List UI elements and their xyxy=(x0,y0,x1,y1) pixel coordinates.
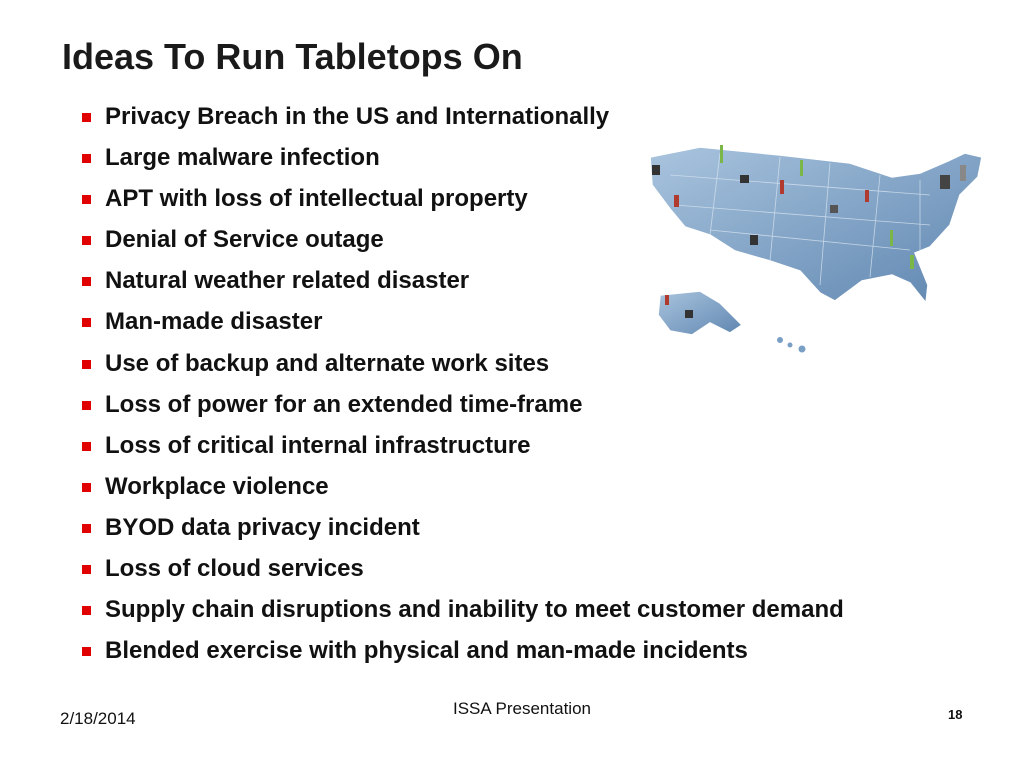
bullet-item: Privacy Breach in the US and Internation… xyxy=(80,100,844,141)
bullet-text: Natural weather related disaster xyxy=(105,267,470,295)
bullet-text: Supply chain disruptions and inability t… xyxy=(105,596,844,624)
us-mainland-shape xyxy=(649,146,983,305)
footer-presentation-title: ISSA Presentation xyxy=(453,699,591,718)
bullet-text: Workplace violence xyxy=(105,472,329,500)
alaska-shape xyxy=(657,290,744,336)
square-bullet-icon xyxy=(82,647,91,657)
bullet-text: Man-made disaster xyxy=(105,308,323,336)
square-bullet-icon xyxy=(82,400,91,410)
bullet-text: BYOD data privacy incident xyxy=(105,513,420,541)
bullet-text: Denial of Service outage xyxy=(105,226,384,254)
square-bullet-icon xyxy=(82,318,91,328)
bullet-item: Workplace violence xyxy=(80,470,844,511)
bullet-item: Blended exercise with physical and man-m… xyxy=(80,634,844,675)
square-bullet-icon xyxy=(82,113,91,122)
square-bullet-icon xyxy=(82,606,91,616)
bullet-text: Loss of power for an extended time-frame xyxy=(105,390,583,418)
bullet-item: Natural weather related disaster xyxy=(80,264,844,305)
square-bullet-icon xyxy=(82,441,91,451)
bullet-text: Loss of critical internal infrastructure xyxy=(105,431,531,459)
footer-date: 2/18/2014 xyxy=(60,709,136,728)
bullet-item: Man-made disaster xyxy=(80,305,844,346)
us-map-infrastructure-icon xyxy=(649,145,983,353)
square-bullet-icon xyxy=(82,154,91,164)
square-bullet-icon xyxy=(82,523,91,533)
bullet-item: APT with loss of intellectual property xyxy=(80,182,844,223)
bullet-item: Use of backup and alternate work sites xyxy=(80,347,844,388)
bullet-text: Use of backup and alternate work sites xyxy=(105,349,550,377)
bullet-item: Denial of Service outage xyxy=(80,223,844,264)
slide-title: Ideas To Run Tabletops On xyxy=(62,36,523,77)
bullet-text: Large malware infection xyxy=(105,144,380,172)
square-bullet-icon xyxy=(82,359,91,369)
bullet-item: Loss of cloud services xyxy=(80,552,844,593)
infrastructure-markers xyxy=(652,145,966,318)
square-bullet-icon xyxy=(82,565,91,575)
square-bullet-icon xyxy=(82,277,91,287)
bullet-item: BYOD data privacy incident xyxy=(80,511,844,552)
bullet-text: APT with loss of intellectual property xyxy=(105,185,528,213)
page-number: 18 xyxy=(948,707,963,722)
bullet-item: Large malware infection xyxy=(80,141,844,182)
square-bullet-icon xyxy=(82,236,91,246)
bullet-list: Privacy Breach in the US and Internation… xyxy=(80,100,844,675)
bullet-text: Blended exercise with physical and man-m… xyxy=(105,637,748,665)
bullet-item: Loss of critical internal infrastructure xyxy=(80,429,844,470)
bullet-item: Loss of power for an extended time-frame xyxy=(80,388,844,429)
square-bullet-icon xyxy=(82,482,91,492)
bullet-item: Supply chain disruptions and inability t… xyxy=(80,593,844,634)
square-bullet-icon xyxy=(82,195,91,205)
bullet-text: Loss of cloud services xyxy=(105,555,364,583)
bullet-text: Privacy Breach in the US and Internation… xyxy=(105,103,610,130)
